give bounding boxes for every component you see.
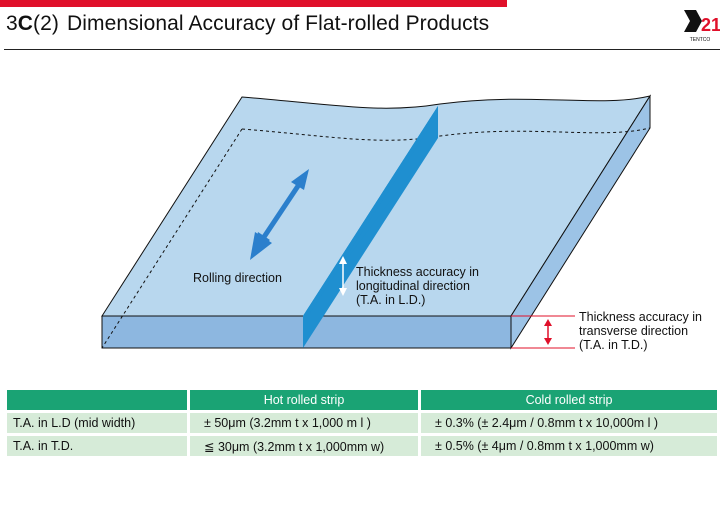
cold-rolled-value: ± 0.3% (± 2.4μm / 0.8mm t x 10,000m l ) [421, 413, 717, 433]
rolling-direction-arrow-icon [250, 169, 309, 260]
svg-text:21: 21 [701, 15, 720, 35]
strip-diagram [101, 94, 652, 350]
transverse-label-line: transverse direction [579, 324, 689, 338]
page-title: 3C(2) Dimensional Accuracy of Flat-rolled… [6, 11, 489, 37]
longitudinal-label-line: longitudinal direction [356, 279, 470, 293]
table-row: T.A. in L.D (mid width) ± 50μm (3.2mm t … [7, 413, 717, 433]
table-header-row: Hot rolled strip Cold rolled strip [7, 390, 717, 410]
longitudinal-thickness-arrow-icon [339, 256, 347, 296]
transverse-label: Thickness accuracy in transverse directi… [579, 310, 702, 352]
transverse-label-line: Thickness accuracy in [579, 310, 702, 324]
logo-text: TENTCO [690, 37, 711, 43]
longitudinal-label: Thickness accuracy in longitudinal direc… [356, 265, 479, 307]
hidden-left-edge [101, 128, 243, 349]
row-label: T.A. in L.D (mid width) [7, 413, 187, 433]
row-label: T.A. in T.D. [7, 436, 187, 456]
header-divider [4, 49, 720, 50]
rolling-direction-label: Rolling direction [193, 271, 282, 285]
header-hot-rolled: Hot rolled strip [190, 390, 418, 410]
accuracy-table: Hot rolled strip Cold rolled strip T.A. … [4, 387, 720, 459]
longitudinal-label-line: Thickness accuracy in [356, 265, 479, 279]
table-row: T.A. in T.D. ≦ 30μm (3.2mm t x 1,000mm w… [7, 436, 717, 456]
header-cold-rolled: Cold rolled strip [421, 390, 717, 410]
hot-rolled-value: ± 50μm (3.2mm t x 1,000 m l ) [190, 413, 418, 433]
hidden-back-edge [241, 127, 651, 141]
longitudinal-label-line: (T.A. in L.D.) [356, 293, 426, 307]
hot-rolled-value: ≦ 30μm (3.2mm t x 1,000mm w) [190, 436, 418, 456]
section-number: 3C(2) [6, 12, 60, 35]
cold-rolled-value: ± 0.5% (± 4μm / 0.8mm t x 1,000mm w) [421, 436, 717, 456]
transverse-thickness-arrow-icon [511, 315, 575, 349]
header-accent-bar [0, 0, 507, 7]
transverse-label-line: (T.A. in T.D.) [579, 338, 648, 352]
longitudinal-band-shade [303, 106, 438, 316]
header-cell-blank [7, 390, 187, 410]
title-text: Dimensional Accuracy of Flat-rolled Prod… [67, 12, 490, 35]
company-logo-icon: 21 TENTCO [683, 8, 720, 43]
